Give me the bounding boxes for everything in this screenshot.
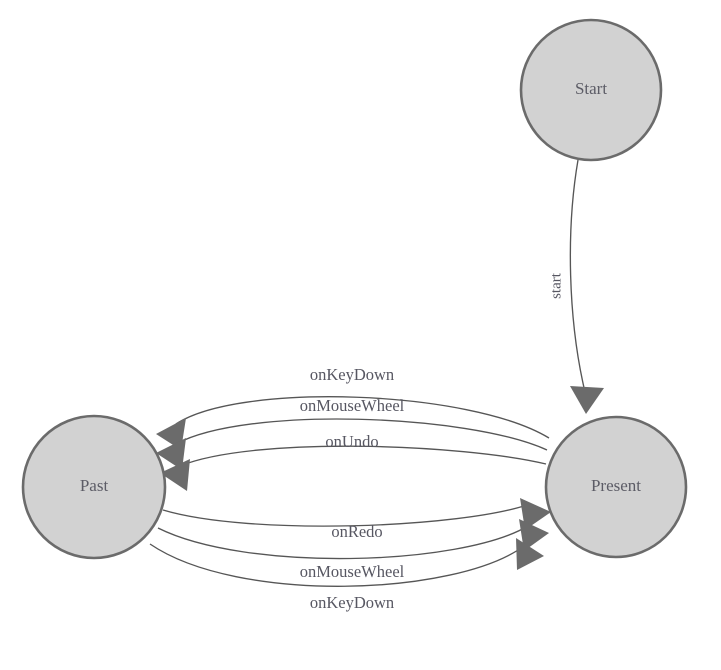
arrowhead-past-present-keydown [516, 538, 544, 570]
node-present-label: Present [591, 476, 641, 495]
edge-path-present-past-keydown [175, 396, 550, 439]
edge-label-past-present-keydown: onKeyDown [310, 593, 394, 612]
node-start-circle [519, 18, 663, 162]
edge-past-to-present-onredo[interactable]: onRedo [162, 498, 551, 541]
edge-present-to-past-onundo[interactable]: onUndo [160, 432, 547, 491]
edge-past-to-present-onkeydown[interactable]: onKeyDown [149, 538, 544, 612]
edge-label-past-present-mousewheel: onMouseWheel [300, 562, 405, 581]
node-past-circle [21, 414, 167, 560]
edge-label-present-past-keydown: onKeyDown [310, 365, 394, 384]
edge-path-present-past-undo [179, 445, 547, 467]
node-past[interactable]: Past [21, 414, 167, 560]
node-past-label: Past [80, 476, 109, 495]
edge-past-to-present-onmousewheel[interactable]: onMouseWheel [157, 519, 549, 581]
edge-label-start: start [548, 272, 564, 299]
edge-present-to-past-onmousewheel[interactable]: onMouseWheel [156, 396, 548, 470]
arrowhead-start-present [570, 386, 604, 414]
edge-start-to-present[interactable]: start [548, 159, 604, 414]
node-start[interactable]: Start [519, 18, 663, 162]
edge-path-present-past-mousewheel [175, 418, 548, 451]
node-start-label: Start [575, 79, 607, 98]
edge-label-present-past-mousewheel: onMouseWheel [300, 396, 405, 415]
edge-path-past-present-redo [162, 503, 531, 527]
arrowhead-present-past-mousewheel [156, 438, 186, 470]
node-present[interactable]: Present [544, 415, 688, 559]
edge-path-past-present-keydown [149, 543, 525, 587]
edge-path-past-present-mousewheel [157, 525, 529, 560]
node-present-circle [544, 415, 688, 559]
edge-path-start-present [569, 159, 586, 393]
arrowhead-past-present-redo [520, 498, 551, 530]
edge-label-present-past-undo: onUndo [325, 432, 378, 451]
edge-label-past-present-redo: onRedo [331, 522, 382, 541]
arrowhead-past-present-mousewheel [519, 519, 549, 551]
arrowhead-present-past-undo [160, 459, 190, 491]
